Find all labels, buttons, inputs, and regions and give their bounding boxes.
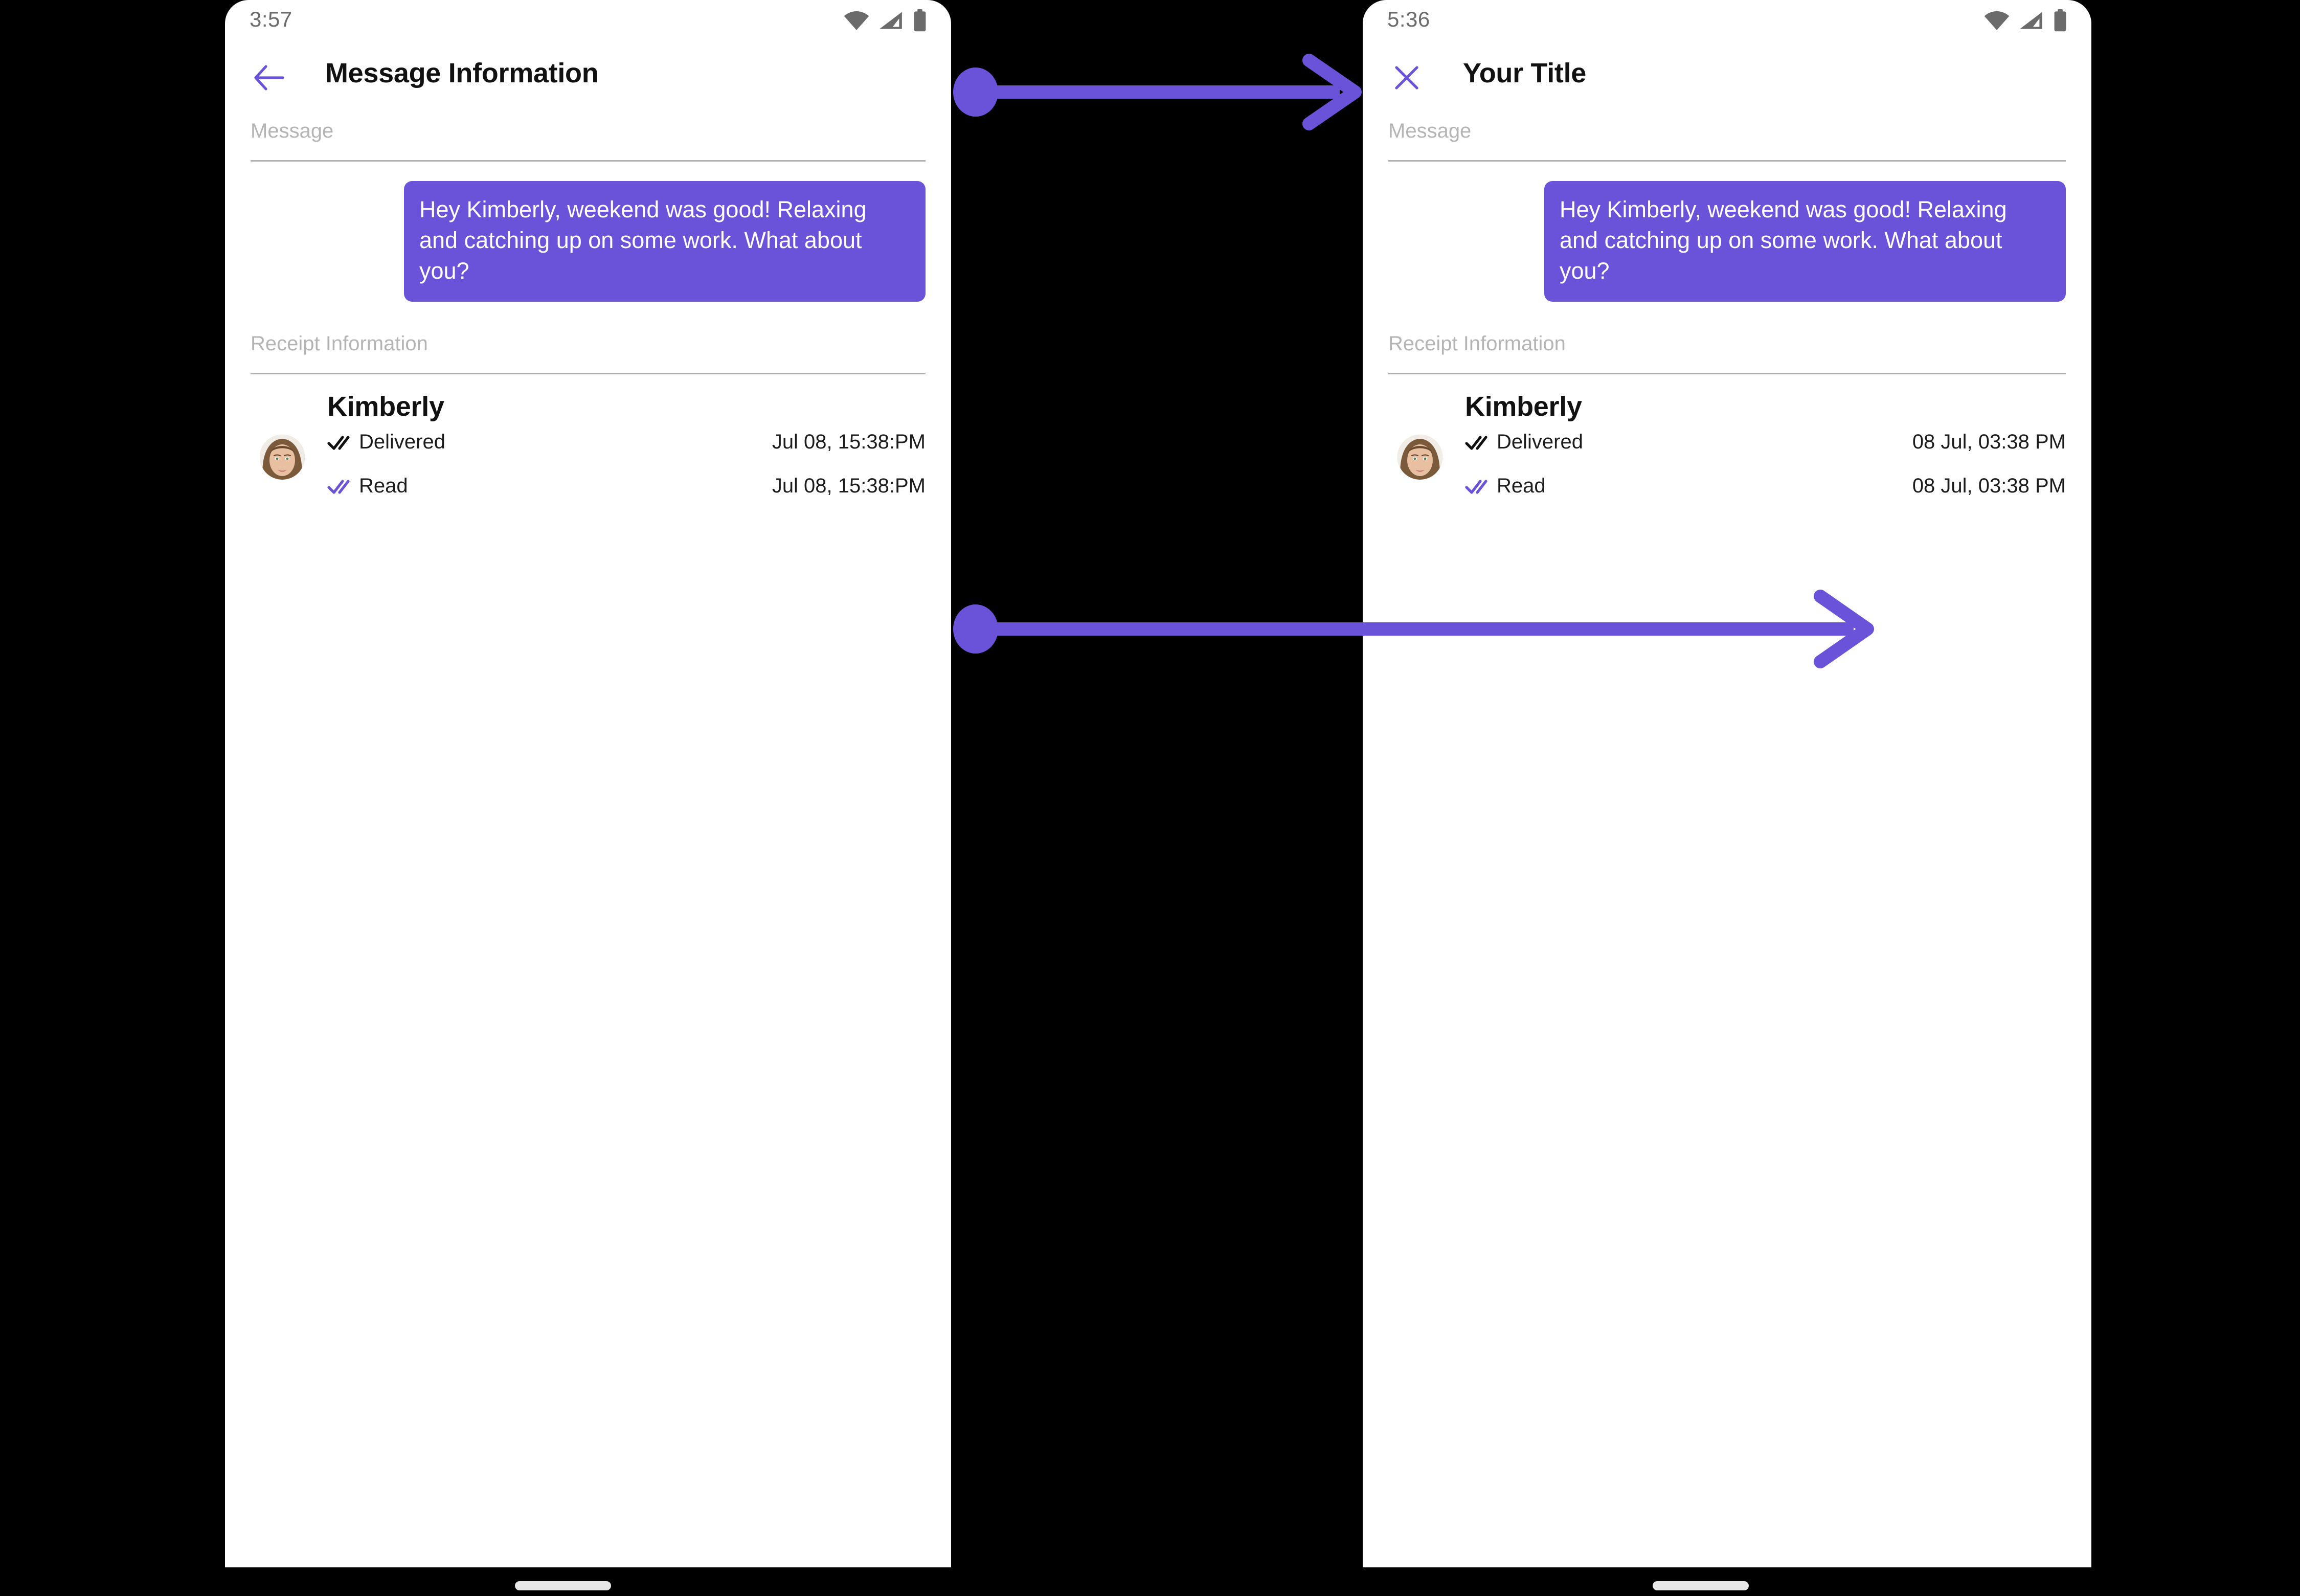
receipt-list: Kimberly Delivered Jul 08, 15:38:PM: [251, 374, 926, 508]
app-bar: Message Information: [225, 44, 951, 110]
page-title: Message Information: [325, 58, 599, 88]
back-button[interactable]: [246, 55, 291, 100]
receipt-timestamp: 08 Jul, 03:38 PM: [1912, 475, 2066, 498]
message-section-label: Message: [1388, 120, 1472, 142]
status-bar-clock: 3:57: [250, 7, 292, 31]
close-button[interactable]: [1384, 55, 1429, 100]
receipt-section-label: Receipt Information: [1388, 332, 1566, 355]
receipt-status-label: Delivered: [359, 431, 445, 454]
cell-signal-icon: [2020, 12, 2042, 29]
back-arrow-icon: [254, 65, 284, 91]
receipt-section-header: Receipt Information: [251, 323, 926, 374]
receipt-timestamp: Jul 08, 15:38:PM: [772, 475, 926, 498]
receipt-timestamp: 08 Jul, 03:38 PM: [1912, 431, 2066, 454]
receipt-contact-name: Kimberly: [327, 391, 444, 422]
receipt-timestamp: Jul 08, 15:38:PM: [772, 431, 926, 454]
message-bubble[interactable]: Hey Kimberly, weekend was good! Relaxing…: [1544, 181, 2066, 302]
home-indicator: [1653, 1581, 1749, 1590]
message-bubble-row: Hey Kimberly, weekend was good! Relaxing…: [1363, 162, 2091, 302]
receipt-row-read: Read 08 Jul, 03:38 PM: [1465, 464, 2066, 508]
annotation-dot: [953, 68, 998, 117]
status-bar: 3:57: [225, 0, 951, 44]
receipt-status-label: Delivered: [1497, 431, 1583, 454]
divider: [251, 160, 926, 162]
battery-icon: [914, 9, 926, 32]
app-bar: Your Title: [1363, 44, 2091, 110]
avatar: [1397, 434, 1442, 480]
message-section-label: Message: [251, 120, 334, 142]
divider: [1388, 160, 2066, 162]
receipt-section-header: Receipt Information: [1388, 323, 2066, 374]
receipt-contact-name: Kimberly: [1465, 391, 1582, 422]
receipt-status-label: Read: [1497, 475, 1546, 498]
battery-icon: [2054, 9, 2066, 32]
phone-screen-after: 5:36 Your Title: [1363, 0, 2091, 1567]
double-check-delivered-icon: [327, 434, 359, 451]
close-x-icon: [1395, 66, 1418, 89]
page-title: Your Title: [1463, 58, 1587, 88]
receipt-row-delivered: Delivered Jul 08, 15:38:PM: [327, 420, 926, 464]
status-bar-icons: [1983, 9, 2068, 32]
home-indicator: [515, 1581, 611, 1590]
double-check-read-icon: [327, 478, 359, 495]
avatar: [260, 434, 305, 480]
annotation-dot: [953, 604, 998, 654]
double-check-read-icon: [1465, 478, 1497, 495]
message-bubble[interactable]: Hey Kimberly, weekend was good! Relaxing…: [404, 181, 926, 302]
message-section-header: Message: [1388, 110, 2066, 162]
status-bar-icons: [843, 9, 928, 32]
receipt-list: Kimberly Delivered 08 Jul, 03:38 PM: [1388, 374, 2066, 508]
cell-signal-icon: [880, 12, 902, 29]
message-bubble-row: Hey Kimberly, weekend was good! Relaxing…: [225, 162, 951, 302]
receipt-section-label: Receipt Information: [251, 332, 428, 355]
status-bar-clock: 5:36: [1387, 7, 1430, 31]
wifi-icon: [844, 11, 869, 30]
divider: [1388, 372, 2066, 374]
wifi-icon: [1984, 11, 2010, 30]
status-bar: 5:36: [1363, 0, 2091, 44]
divider: [251, 372, 926, 374]
message-section-header: Message: [251, 110, 926, 162]
receipt-row-read: Read Jul 08, 15:38:PM: [327, 464, 926, 508]
phone-screen-before: 3:57 Message Info: [225, 0, 951, 1567]
receipt-row-delivered: Delivered 08 Jul, 03:38 PM: [1465, 420, 2066, 464]
receipt-status-label: Read: [359, 475, 408, 498]
double-check-delivered-icon: [1465, 434, 1497, 451]
